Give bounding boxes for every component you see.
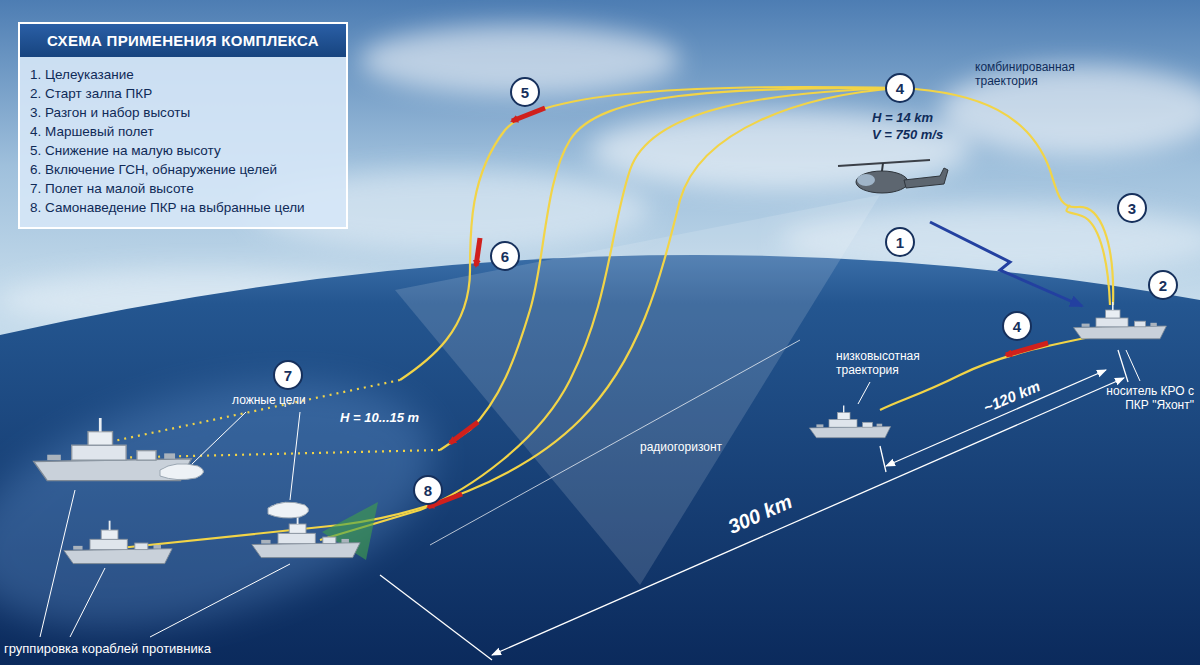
dimension-line xyxy=(886,370,1106,466)
helicopter-body xyxy=(856,171,908,193)
cruise-branch xyxy=(400,87,900,380)
callout-text: 6 xyxy=(501,248,509,265)
callout-number: 5 xyxy=(510,77,540,107)
target-ship xyxy=(809,406,890,438)
cruise-branch xyxy=(440,88,900,450)
missile-marker xyxy=(512,108,545,121)
leader-line xyxy=(150,564,290,637)
decoy-label: ложные цели xyxy=(232,393,306,407)
decoy xyxy=(268,502,309,518)
extension-line xyxy=(380,575,492,660)
rotor-mast xyxy=(882,163,883,171)
callout-text: 8 xyxy=(424,482,432,499)
callout-number: 6 xyxy=(490,241,520,271)
legend-item: 6. Включение ГСН, обнаружение целей xyxy=(20,160,346,179)
cruise-branch xyxy=(320,88,900,540)
callout-number: 2 xyxy=(1148,270,1178,300)
callout-number: 1 xyxy=(885,227,915,257)
target-designation-arrow xyxy=(930,222,1082,306)
carrier-ship xyxy=(1074,302,1167,339)
leader-line xyxy=(40,490,75,637)
distance-label: ~120 km xyxy=(981,377,1043,417)
altitude-label: H = 10...15 m xyxy=(340,410,419,426)
distance-label: 300 km xyxy=(724,489,796,539)
leader-line xyxy=(290,412,300,500)
legend-item: 8. Самонаведение ПКР на выбранные цели xyxy=(20,198,346,217)
decoys xyxy=(160,464,309,518)
callout-number: 3 xyxy=(1117,193,1147,223)
missile-marker xyxy=(450,422,478,443)
speed-label: V = 750 m/s xyxy=(872,127,943,143)
helicopter xyxy=(838,160,948,193)
legend-item: 1. Целеуказание xyxy=(20,65,346,84)
leader-line xyxy=(192,412,246,464)
callout-number: 4 xyxy=(885,73,915,103)
carrier-label: носитель КРО с ПКР "Яхонт" xyxy=(1082,384,1194,413)
dimension-line xyxy=(492,378,1124,655)
legend-item: 2. Старт залпа ПКР xyxy=(20,84,346,103)
trajectory-label: низковысотная траектория xyxy=(836,349,936,378)
leader-line xyxy=(858,382,870,404)
radio-horizon-line xyxy=(430,340,800,545)
rotor xyxy=(838,160,930,166)
panel-body: 1. Целеуказание2. Старт залпа ПКР3. Разг… xyxy=(20,57,346,227)
legend-panel: СХЕМА ПРИМЕНЕНИЯ КОМПЛЕКСА1. Целеуказани… xyxy=(18,22,348,229)
leader-line xyxy=(70,568,105,637)
callout-text: 7 xyxy=(284,367,292,384)
radio-horizon-label: радиогоризонт xyxy=(640,440,722,454)
altitude-label: H = 14 km xyxy=(872,110,933,126)
climb-trajectory xyxy=(1066,205,1110,305)
callout-text: 4 xyxy=(896,80,904,97)
enemy-ship xyxy=(64,521,172,564)
callout-number: 7 xyxy=(273,360,303,390)
leader-lines xyxy=(40,350,1140,637)
enemy-zone-glow xyxy=(0,337,460,665)
callout-text: 5 xyxy=(521,84,529,101)
legend-item: 7. Полет на малой высоте xyxy=(20,179,346,198)
callout-text: 2 xyxy=(1159,277,1167,294)
missile-marker xyxy=(476,238,480,266)
cockpit xyxy=(857,174,875,186)
callout-text: 3 xyxy=(1128,200,1136,217)
callout-text: 4 xyxy=(1013,318,1021,335)
enemy-ship xyxy=(252,515,360,558)
legend-item: 3. Разгон и набор высоты xyxy=(20,103,346,122)
cloud xyxy=(590,110,970,190)
missile-markers xyxy=(428,108,1048,507)
enemy-group-label: группировка кораблей противника xyxy=(4,641,211,657)
panel-title: СХЕМА ПРИМЕНЕНИЯ КОМПЛЕКСА xyxy=(20,24,346,57)
trajectory-label: комбинированная траектория xyxy=(975,60,1100,89)
extension-line xyxy=(1118,350,1128,382)
leader-line xyxy=(1126,350,1140,381)
dimension-lines xyxy=(380,350,1128,660)
radar-cone xyxy=(395,195,880,585)
callout-number: 8 xyxy=(413,475,443,505)
extension-line xyxy=(880,446,886,472)
decoy xyxy=(160,464,204,480)
legend-item: 4. Маршевый полет xyxy=(20,122,346,141)
callout-text: 1 xyxy=(896,234,904,251)
callout-number: 4 xyxy=(1002,311,1032,341)
missile-marker xyxy=(1006,343,1048,355)
legend-item: 5. Снижение на малую высоту xyxy=(20,141,346,160)
helicopter-tail xyxy=(904,168,948,188)
